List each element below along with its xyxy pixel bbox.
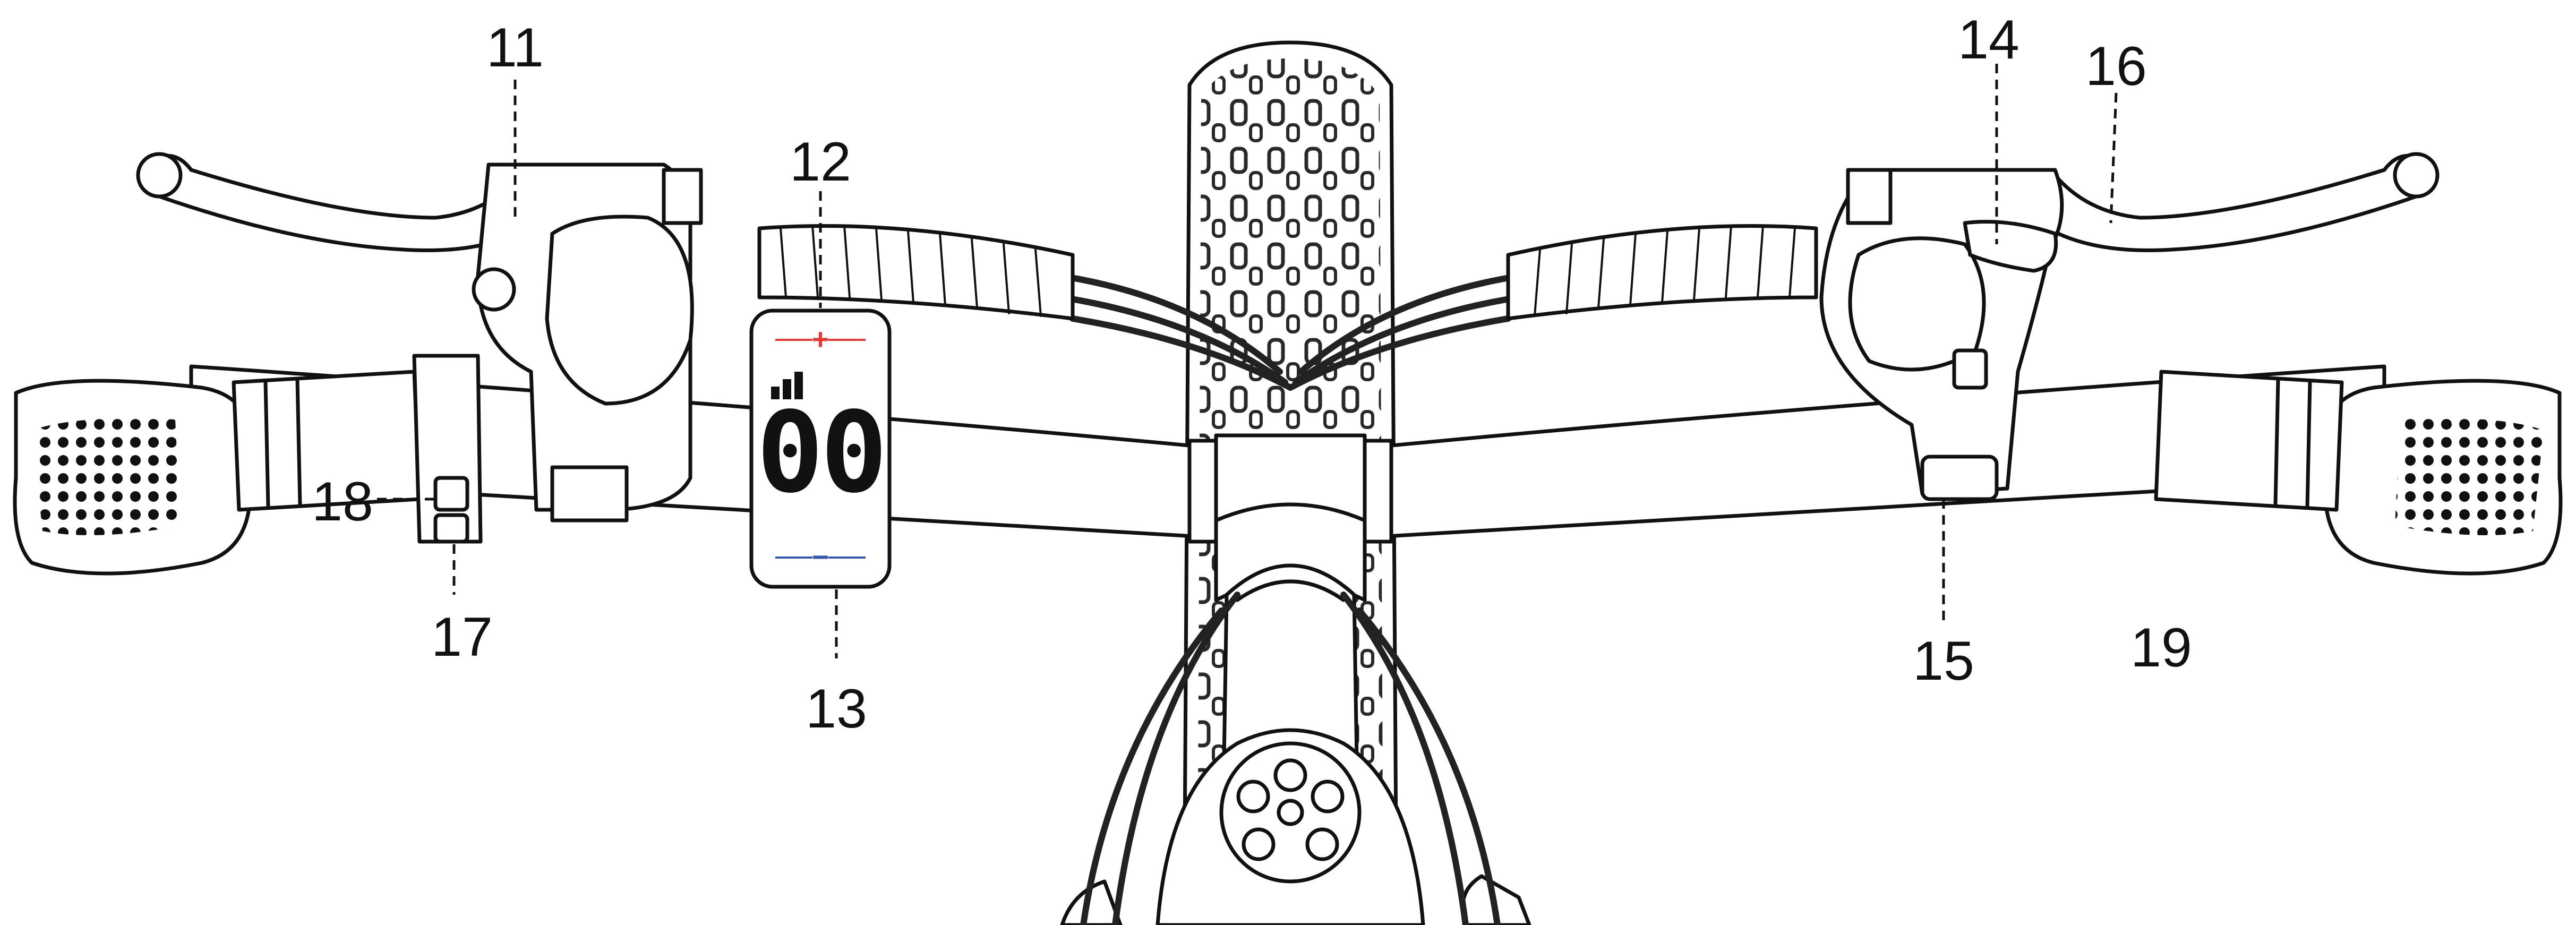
signal-bars-icon: [771, 372, 803, 399]
callout-18: 18: [312, 471, 373, 533]
front-brake-assembly: [1060, 728, 1531, 925]
left-cable-coil: [757, 224, 1075, 321]
display-unit: + − 00: [749, 309, 892, 589]
left-grip: [13, 370, 422, 576]
callout-11: 11: [486, 17, 544, 79]
callout-13: 13: [806, 678, 867, 740]
right-shifter-assembly: [1819, 168, 2064, 501]
speed-readout: 00: [757, 388, 885, 518]
right-brake-lever: [2037, 152, 2440, 252]
left-button-block: [412, 354, 483, 544]
plus-button[interactable]: +: [812, 322, 829, 356]
callout-16: 16: [2085, 36, 2147, 97]
leader-lines: [377, 64, 2118, 658]
callout-labels: 11 12 13 14 15 16 17 18 19: [312, 9, 2192, 740]
callout-17: 17: [431, 606, 493, 668]
right-cable-coil: [1506, 224, 1818, 321]
right-grip: [2154, 370, 2563, 576]
callout-12: 12: [790, 131, 851, 193]
left-shifter-assembly: [472, 162, 703, 523]
left-brake-lever: [136, 152, 538, 252]
brake-cables: [1059, 273, 1522, 925]
minus-button[interactable]: −: [812, 540, 829, 573]
callout-19: 19: [2130, 617, 2192, 679]
callout-14: 14: [1958, 9, 2019, 71]
callout-15: 15: [1913, 630, 1974, 692]
